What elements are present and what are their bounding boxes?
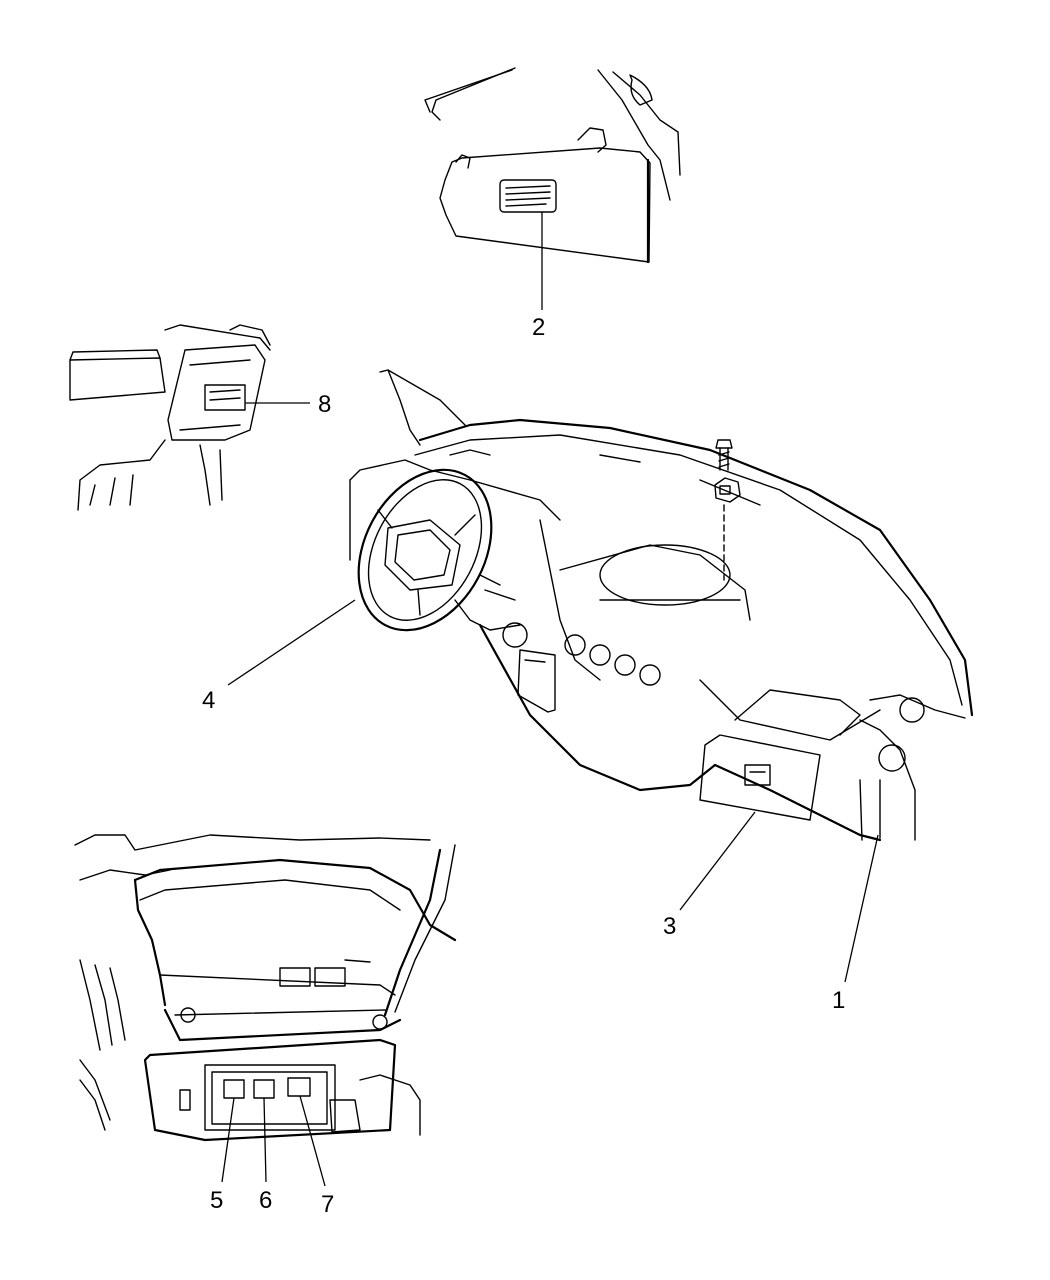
leader-line-6 bbox=[263, 1097, 267, 1183]
instrument-panel-illustration bbox=[349, 369, 974, 842]
callout-6: 6 bbox=[259, 1187, 272, 1214]
leader-line-5 bbox=[221, 1097, 235, 1183]
leader-line-3 bbox=[679, 811, 756, 911]
callout-4: 4 bbox=[202, 687, 215, 714]
seat-switch-illustration bbox=[74, 834, 457, 1142]
callout-2: 2 bbox=[532, 314, 545, 341]
callout-5: 5 bbox=[210, 1187, 223, 1214]
callout-7: 7 bbox=[321, 1191, 334, 1218]
callout-labels: 2 8 4 3 1 5 6 7 bbox=[202, 314, 845, 1218]
fastener-illustration bbox=[714, 439, 741, 581]
leader-line-1 bbox=[844, 834, 879, 983]
callout-8: 8 bbox=[318, 391, 331, 418]
callout-1: 1 bbox=[832, 987, 845, 1014]
callout-3: 3 bbox=[663, 913, 676, 940]
leader-line-7 bbox=[299, 1095, 326, 1187]
module-illustration bbox=[69, 324, 271, 511]
leader-line-4 bbox=[227, 599, 356, 686]
steering-wheel-illustration bbox=[357, 468, 493, 632]
sun-visor-illustration bbox=[424, 67, 681, 264]
leader-lines bbox=[221, 212, 879, 1187]
